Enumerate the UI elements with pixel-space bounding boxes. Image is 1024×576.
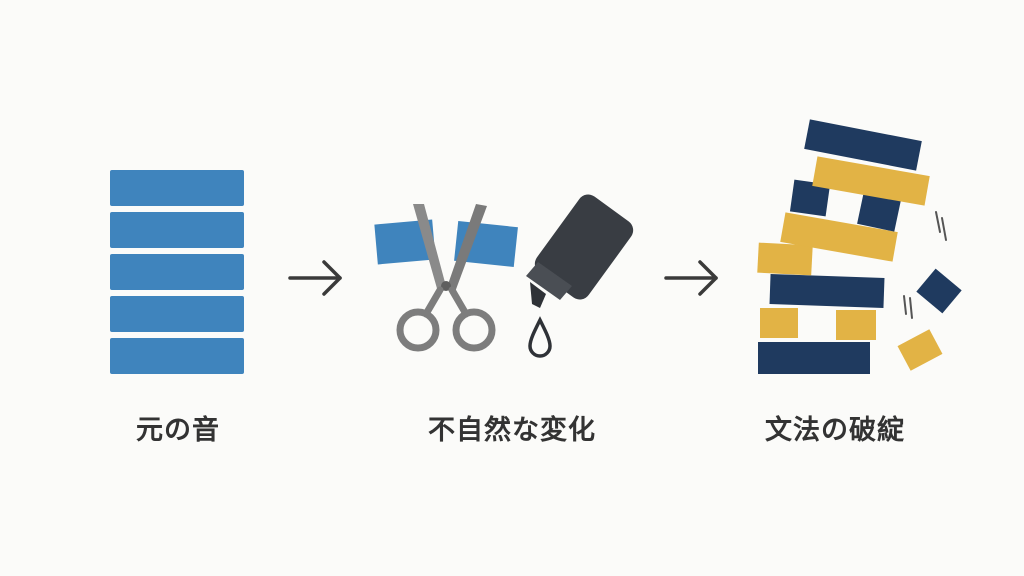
block xyxy=(758,342,870,374)
glue-bottle-icon xyxy=(526,194,634,358)
bar xyxy=(110,254,244,290)
block xyxy=(857,192,901,232)
bar xyxy=(110,212,244,248)
bar xyxy=(110,296,244,332)
stage-label-unnatural-change: 不自然な変化 xyxy=(428,415,596,446)
collapsing-tower-icon xyxy=(757,119,962,374)
stacked-bars-icon xyxy=(110,170,244,374)
block xyxy=(760,308,798,338)
stage-label-original-sound: 元の音 xyxy=(136,415,220,446)
block xyxy=(789,179,831,217)
block xyxy=(812,156,930,206)
block xyxy=(804,119,922,171)
cut-bar-piece xyxy=(374,219,436,265)
falling-block xyxy=(916,268,962,314)
motion-lines xyxy=(903,211,947,319)
arrow-right-icon xyxy=(664,260,718,296)
glue-drop xyxy=(528,316,552,358)
stage-label-grammar-breakdown: 文法の破綻 xyxy=(765,415,905,446)
block xyxy=(836,310,876,340)
arrow-right-icon xyxy=(288,260,342,296)
block xyxy=(769,274,885,308)
bar xyxy=(110,170,244,206)
block xyxy=(757,242,813,276)
bar xyxy=(110,338,244,374)
scissors-icon xyxy=(396,204,496,352)
scissors-and-glue-icon xyxy=(374,194,634,358)
falling-block xyxy=(897,329,943,371)
block xyxy=(780,212,898,262)
